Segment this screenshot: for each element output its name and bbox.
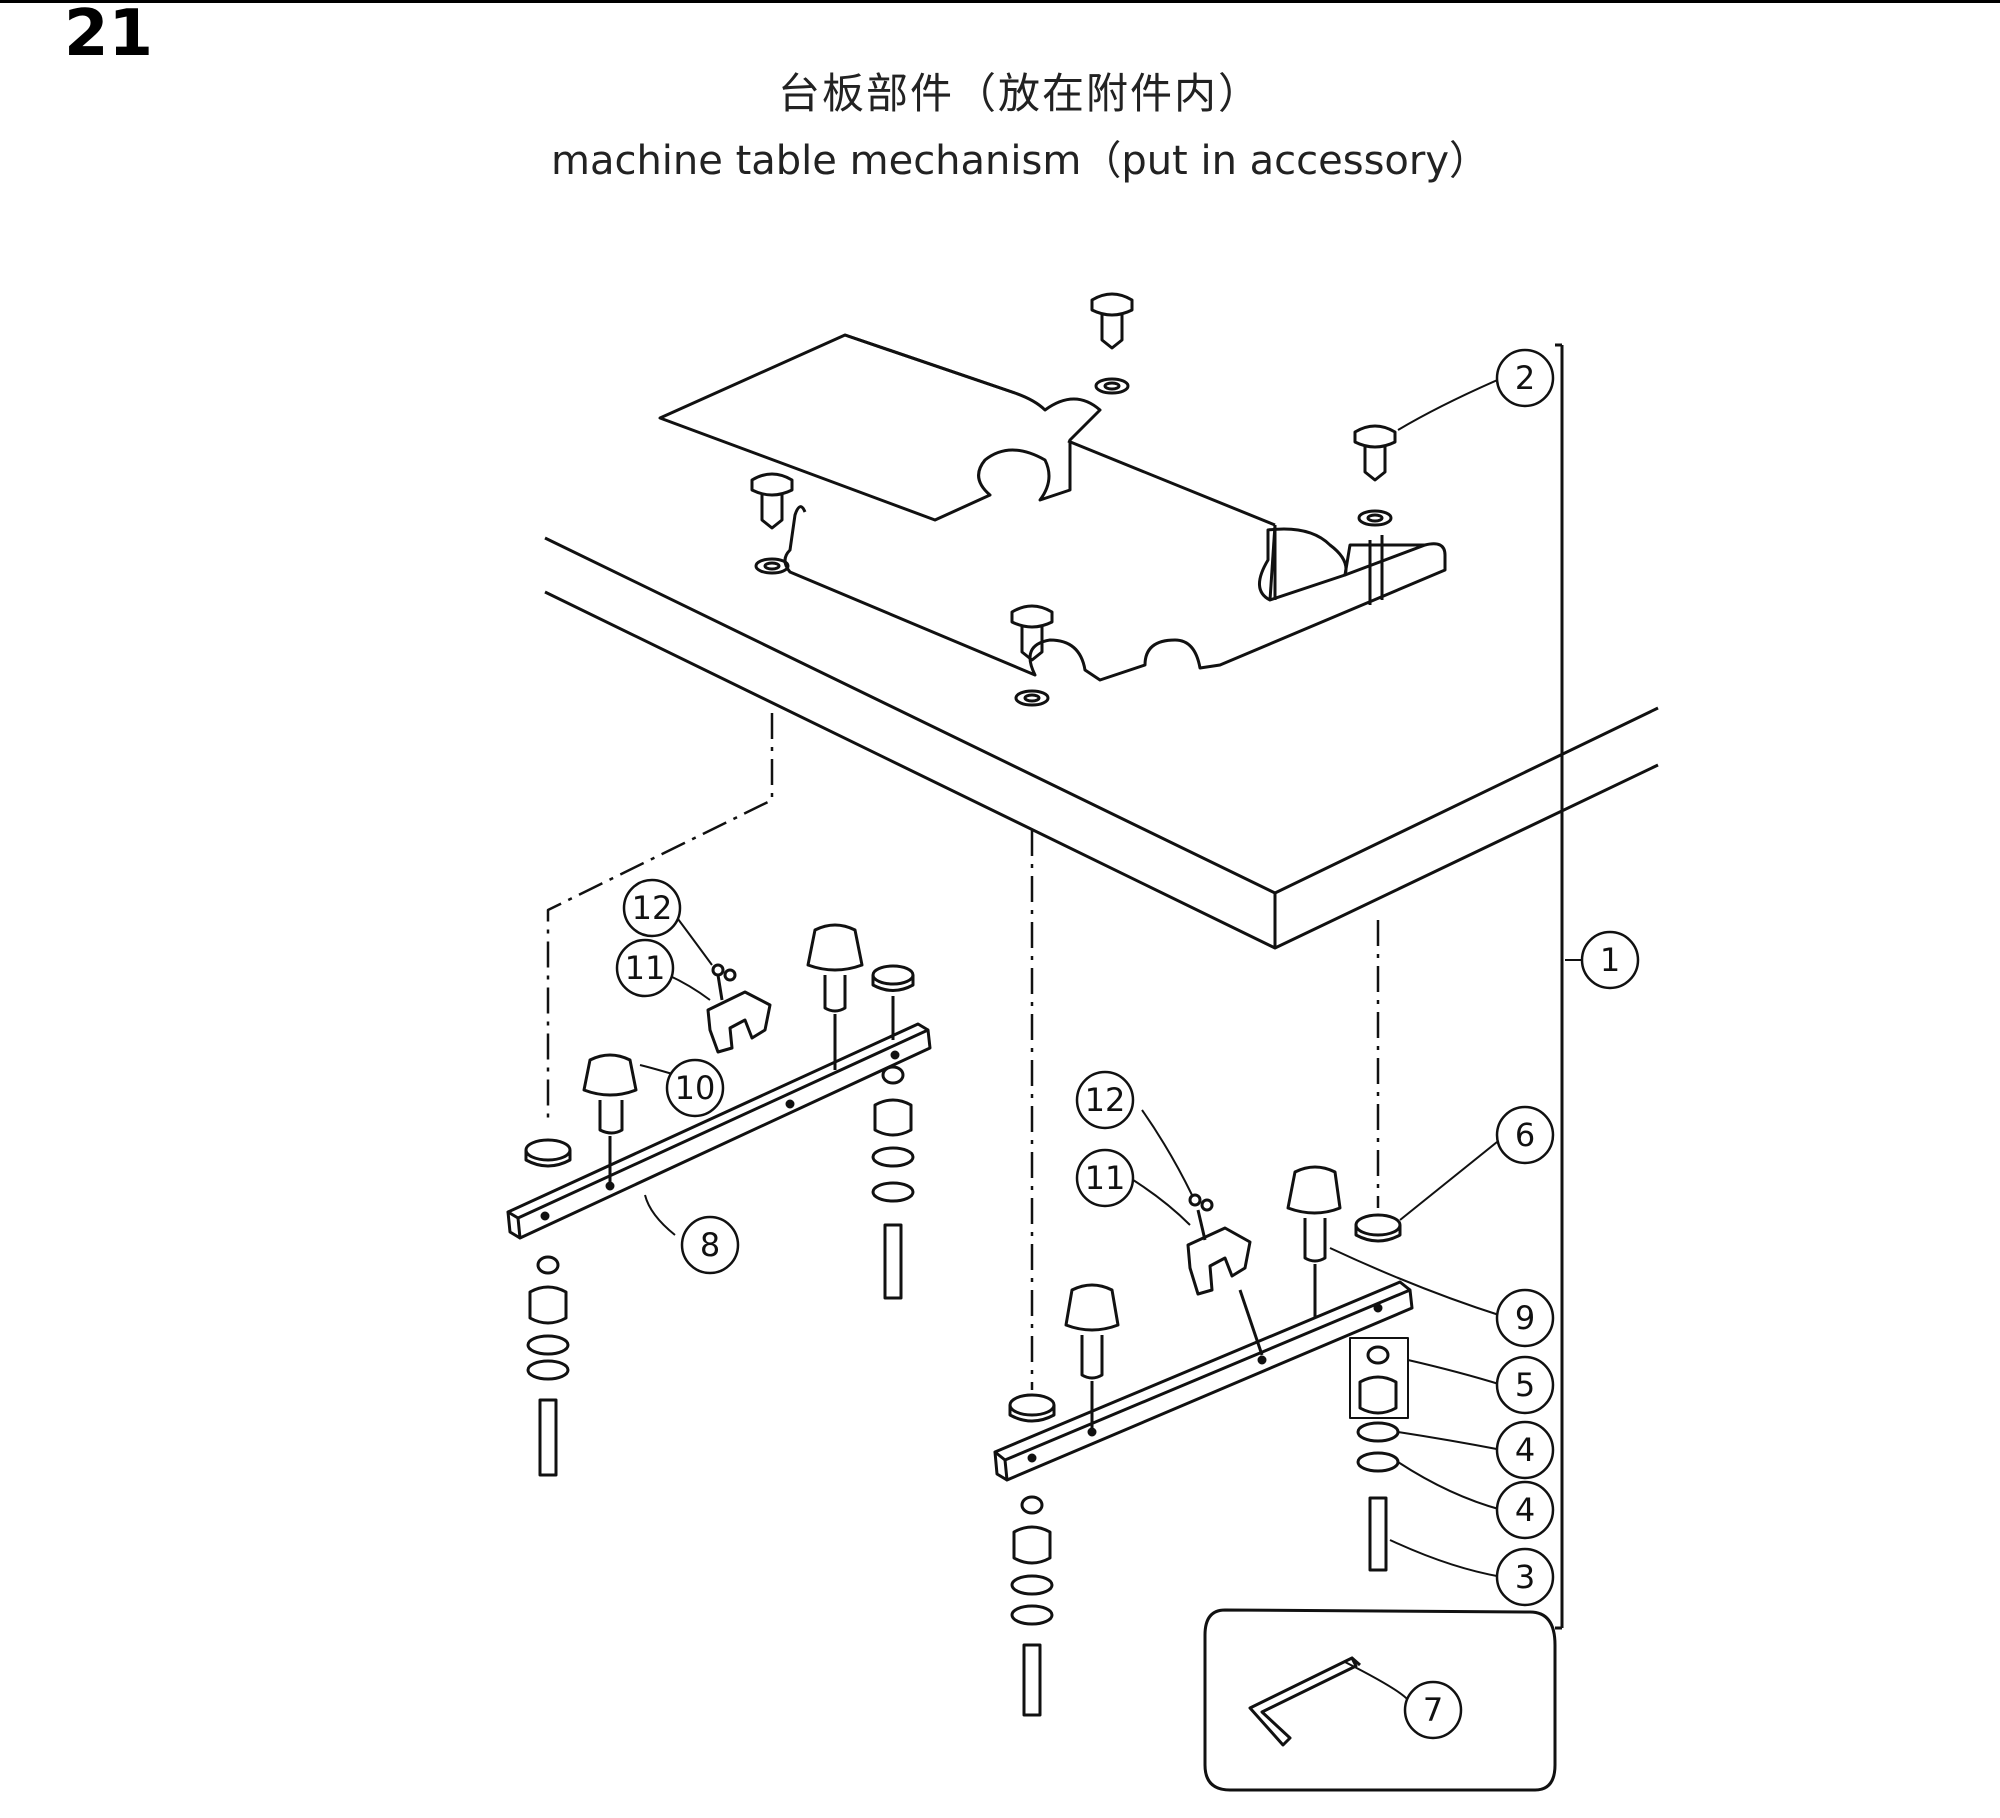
svg-text:12: 12 bbox=[1085, 1081, 1126, 1119]
callout-4b: 4 bbox=[1495, 1480, 1555, 1540]
callouts: 2 1 6 9 5 4 4 3 bbox=[615, 348, 1640, 1740]
table-top bbox=[544, 333, 1659, 950]
svg-text:6: 6 bbox=[1515, 1116, 1535, 1154]
callout-6: 6 bbox=[1495, 1105, 1555, 1165]
svg-text:1: 1 bbox=[1600, 941, 1620, 979]
svg-text:12: 12 bbox=[632, 889, 673, 927]
svg-text:11: 11 bbox=[1085, 1159, 1126, 1197]
svg-text:4: 4 bbox=[1515, 1431, 1535, 1469]
rubber-hinge-pegs bbox=[750, 292, 1397, 707]
callout-4a: 4 bbox=[1495, 1420, 1555, 1480]
callout-9: 9 bbox=[1495, 1288, 1555, 1348]
callout-11-right: 11 bbox=[1075, 1148, 1135, 1208]
svg-text:7: 7 bbox=[1423, 1691, 1443, 1729]
svg-text:11: 11 bbox=[625, 949, 666, 987]
left-bracket-assembly bbox=[506, 923, 932, 1477]
diagram-title-english: machine table mechanism（put in accessory… bbox=[550, 138, 1490, 184]
callout-12-right: 12 bbox=[1075, 1070, 1135, 1130]
diagram-title-chinese: 台板部件（放在附件内） bbox=[777, 69, 1262, 118]
top-rule bbox=[0, 0, 2000, 3]
callout-2: 2 bbox=[1495, 348, 1555, 408]
callout-12-left: 12 bbox=[622, 878, 682, 938]
svg-text:2: 2 bbox=[1515, 359, 1535, 397]
callout-3: 3 bbox=[1495, 1547, 1555, 1607]
page-number: 21 bbox=[64, 0, 154, 71]
svg-text:8: 8 bbox=[700, 1226, 720, 1264]
assembly-lines bbox=[546, 713, 1380, 1390]
callout-7: 7 bbox=[1403, 1680, 1463, 1740]
callout-10: 10 bbox=[665, 1058, 725, 1118]
svg-text:5: 5 bbox=[1515, 1366, 1535, 1404]
leader-lines bbox=[639, 377, 1585, 1701]
callout-5: 5 bbox=[1495, 1355, 1555, 1415]
right-bracket-assembly bbox=[993, 1165, 1414, 1717]
hex-wrench-box bbox=[1203, 1608, 1557, 1792]
svg-text:10: 10 bbox=[675, 1069, 716, 1107]
svg-text:3: 3 bbox=[1515, 1558, 1535, 1596]
callout-11-left: 11 bbox=[615, 938, 675, 998]
callout-8: 8 bbox=[680, 1215, 740, 1275]
svg-text:9: 9 bbox=[1515, 1299, 1535, 1337]
svg-text:4: 4 bbox=[1515, 1491, 1535, 1529]
callout-1: 1 bbox=[1580, 930, 1640, 990]
